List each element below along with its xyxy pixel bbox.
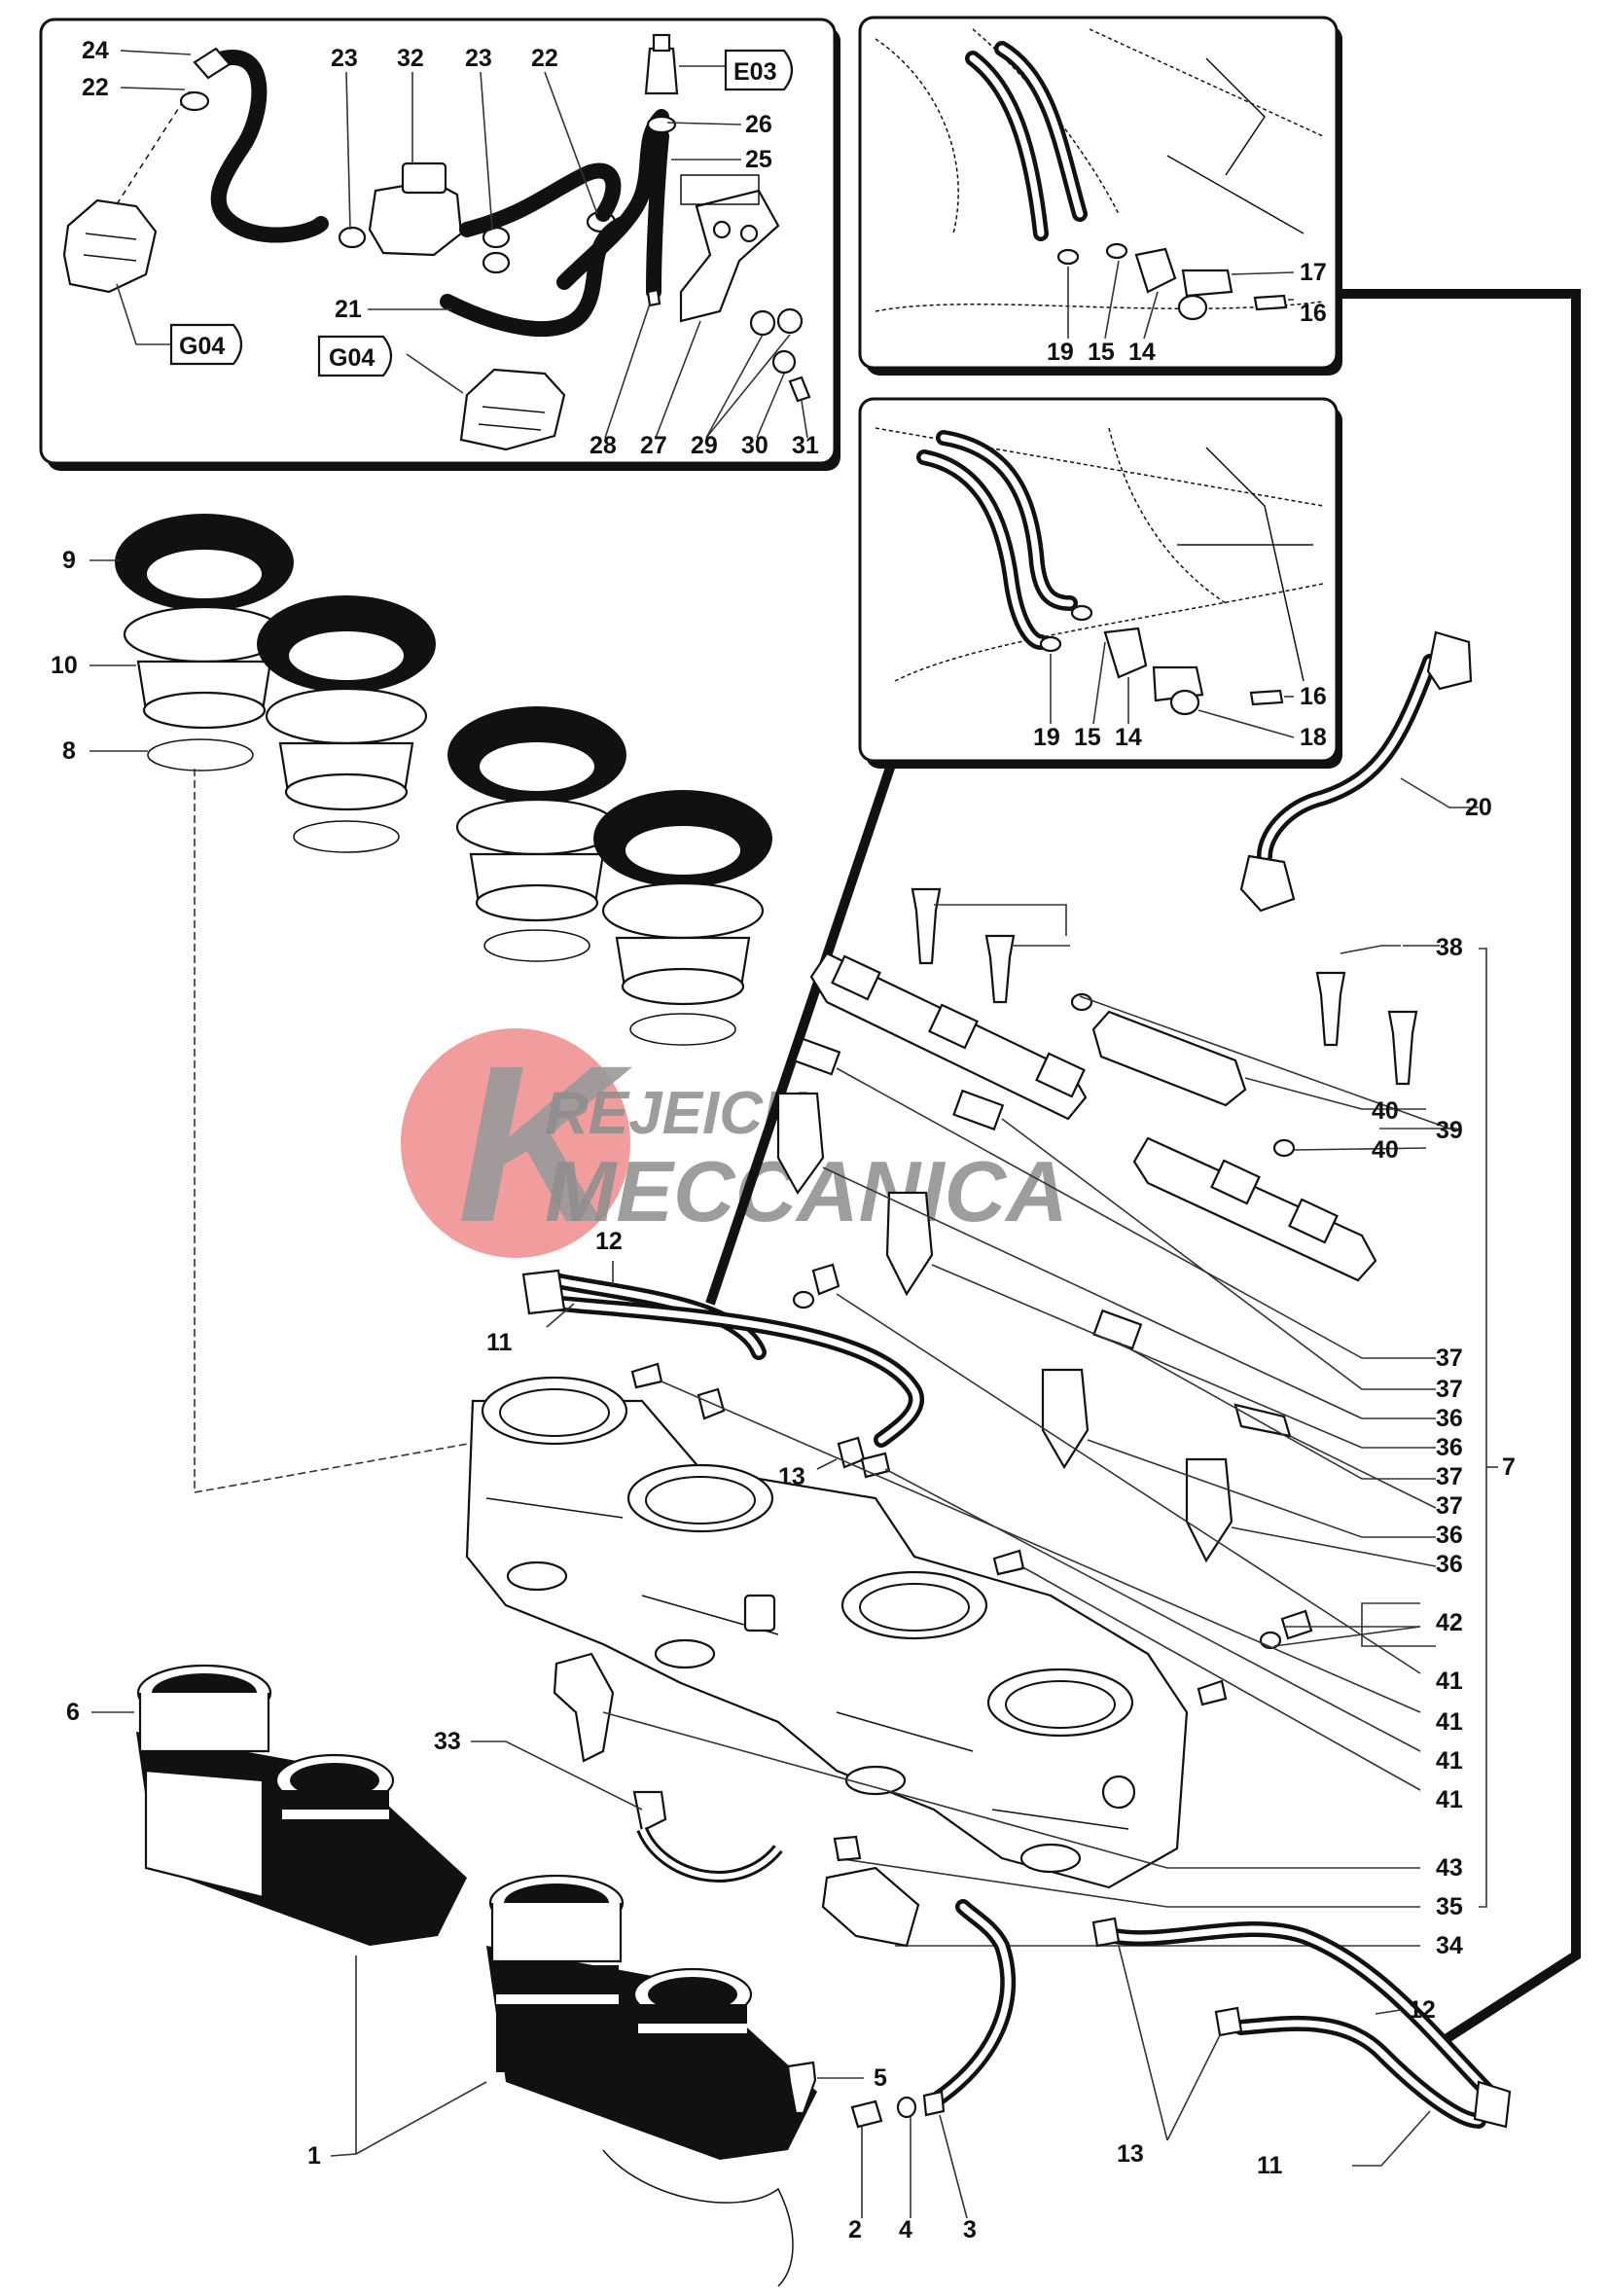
callout-11b: 11 [1257,2152,1283,2179]
callout-43: 43 [1436,1854,1463,1882]
callout-41a: 41 [1436,1668,1463,1695]
callout-22b: 22 [531,45,558,72]
fuel-rails: 38 40 39 40 37 37 36 36 37 37 36 36 7 [776,887,1516,1908]
reference-line-right [1342,289,1581,2048]
callout-18: 18 [1300,724,1327,751]
callout-41c: 41 [1436,1747,1463,1775]
callout-10: 10 [51,652,78,679]
callout-20: 20 [1465,794,1492,821]
vacuum-hoses-upper: 12 11 13 42 41 41 41 41 [486,1228,1463,1813]
callout-23b: 23 [465,45,492,72]
callout-12b: 12 [1409,1996,1436,2024]
tag-e03-label: E03 [733,58,776,86]
tag-g04-bottom-label: G04 [329,344,375,372]
callout-7: 7 [1502,1453,1516,1481]
callout-26: 26 [745,111,772,138]
callout-37a: 37 [1436,1345,1463,1372]
callout-31: 31 [792,432,819,459]
callout-36c: 36 [1436,1522,1463,1549]
callout-39: 39 [1436,1117,1463,1144]
callout-37d: 37 [1436,1492,1463,1520]
callout-15b: 15 [1074,724,1101,751]
callout-23a: 23 [331,45,358,72]
callout-27: 27 [640,432,667,459]
callout-6: 6 [66,1699,80,1726]
callout-36b: 36 [1436,1434,1463,1461]
callout-41d: 41 [1436,1786,1463,1813]
callout-36d: 36 [1436,1551,1463,1578]
callout-40a: 40 [1372,1097,1399,1125]
engine-head-outline [602,2149,794,2287]
callout-41b: 41 [1436,1708,1463,1736]
callout-34: 34 [1436,1932,1463,1959]
callout-15a: 15 [1088,339,1115,366]
watermark-logo: K REJEICH MECCANICA [401,1019,1068,1269]
callout-30: 30 [741,432,768,459]
intake-funnels: 9 10 8 [51,514,772,1493]
callout-16b: 16 [1300,683,1327,710]
tag-e03[interactable]: E03 [724,49,794,91]
callout-42: 42 [1436,1609,1463,1636]
callout-17: 17 [1300,259,1327,286]
callout-3: 3 [963,2216,977,2243]
callout-24: 24 [82,37,109,64]
vacuum-fitting-lower: 2 4 3 [848,1899,1017,2243]
throttle-body-assembly: 43 35 34 [465,1376,1463,1959]
fuel-line-20: 20 [1239,630,1492,913]
callout-38: 38 [1436,934,1463,961]
callout-25: 25 [745,146,772,173]
inset-panel-sensor-lower: 19 15 14 16 18 [858,397,1342,769]
callout-14b: 14 [1115,724,1142,751]
callout-1: 1 [307,2142,321,2170]
callout-32: 32 [397,45,424,72]
tag-g04-bottom[interactable]: G04 [317,335,393,377]
callout-8: 8 [62,737,76,765]
callout-14a: 14 [1128,339,1156,366]
vacuum-hoses-lower: 12 13 11 [1091,1917,1512,2179]
watermark-logo-letter: K [457,1019,633,1269]
callout-11a: 11 [486,1329,513,1356]
callout-13b: 13 [1117,2140,1144,2168]
callout-16a: 16 [1300,300,1327,327]
callout-40b: 40 [1372,1136,1399,1164]
callout-37c: 37 [1436,1463,1463,1490]
clip-and-sensor: 33 [434,1728,920,1948]
inset-panel-breather: G04 G04 E03 24 22 23 32 23 22 26 25 21 2… [39,18,840,471]
callout-28: 28 [590,432,617,459]
tag-g04-top[interactable]: G04 [169,323,243,366]
callout-29: 29 [691,432,718,459]
callout-21: 21 [335,296,362,323]
callout-4: 4 [899,2216,912,2243]
callout-22a: 22 [82,74,109,101]
callout-12a: 12 [595,1228,623,1255]
callout-5: 5 [874,2064,887,2092]
callout-9: 9 [62,547,76,574]
callout-35: 35 [1436,1893,1463,1920]
callout-2: 2 [848,2216,862,2243]
intake-manifolds: 5 6 1 [66,1664,887,2170]
callout-33: 33 [434,1728,461,1755]
callout-19b: 19 [1033,724,1060,751]
reference-line-middle [705,763,896,1306]
callout-37b: 37 [1436,1376,1463,1403]
watermark-circle [401,1028,630,1258]
callout-19a: 19 [1047,339,1074,366]
tag-g04-top-label: G04 [179,333,225,360]
callout-36a: 36 [1436,1405,1463,1432]
inset-panel-sensor-upper: 19 15 14 17 16 [858,16,1342,376]
